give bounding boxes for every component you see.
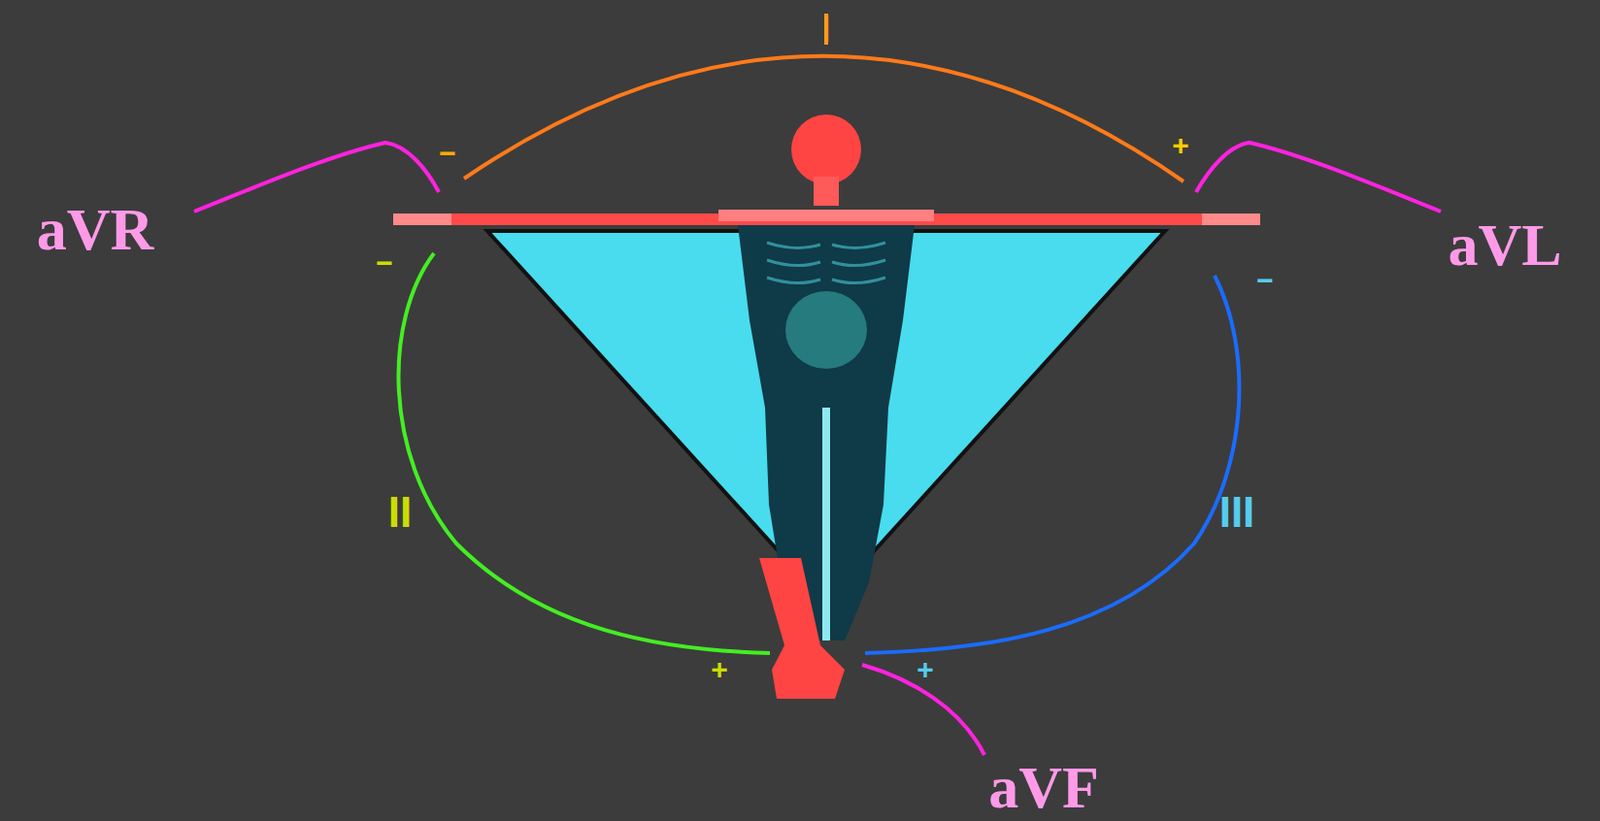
lead-avl-line xyxy=(1196,142,1441,212)
lead-name: aVF xyxy=(988,757,1100,818)
lead-name: II xyxy=(388,491,412,534)
lead-name: I xyxy=(820,8,832,48)
polarity-sign: − xyxy=(438,138,457,168)
lead-name: III xyxy=(1219,491,1256,534)
polarity-sign: − xyxy=(375,248,394,278)
lead-iii-arc xyxy=(865,275,1239,654)
lead-i-arc xyxy=(464,56,1184,182)
lead-name: aVL xyxy=(1447,214,1562,275)
lead-name: aVR xyxy=(36,199,155,260)
lead-ii-arc xyxy=(398,253,770,654)
body-figure xyxy=(393,114,1261,700)
polarity-sign: + xyxy=(710,655,729,685)
lead-avr-line xyxy=(194,142,439,212)
polarity-sign: − xyxy=(1256,266,1274,296)
polarity-sign: + xyxy=(916,655,934,685)
polarity-sign: + xyxy=(1171,131,1190,161)
